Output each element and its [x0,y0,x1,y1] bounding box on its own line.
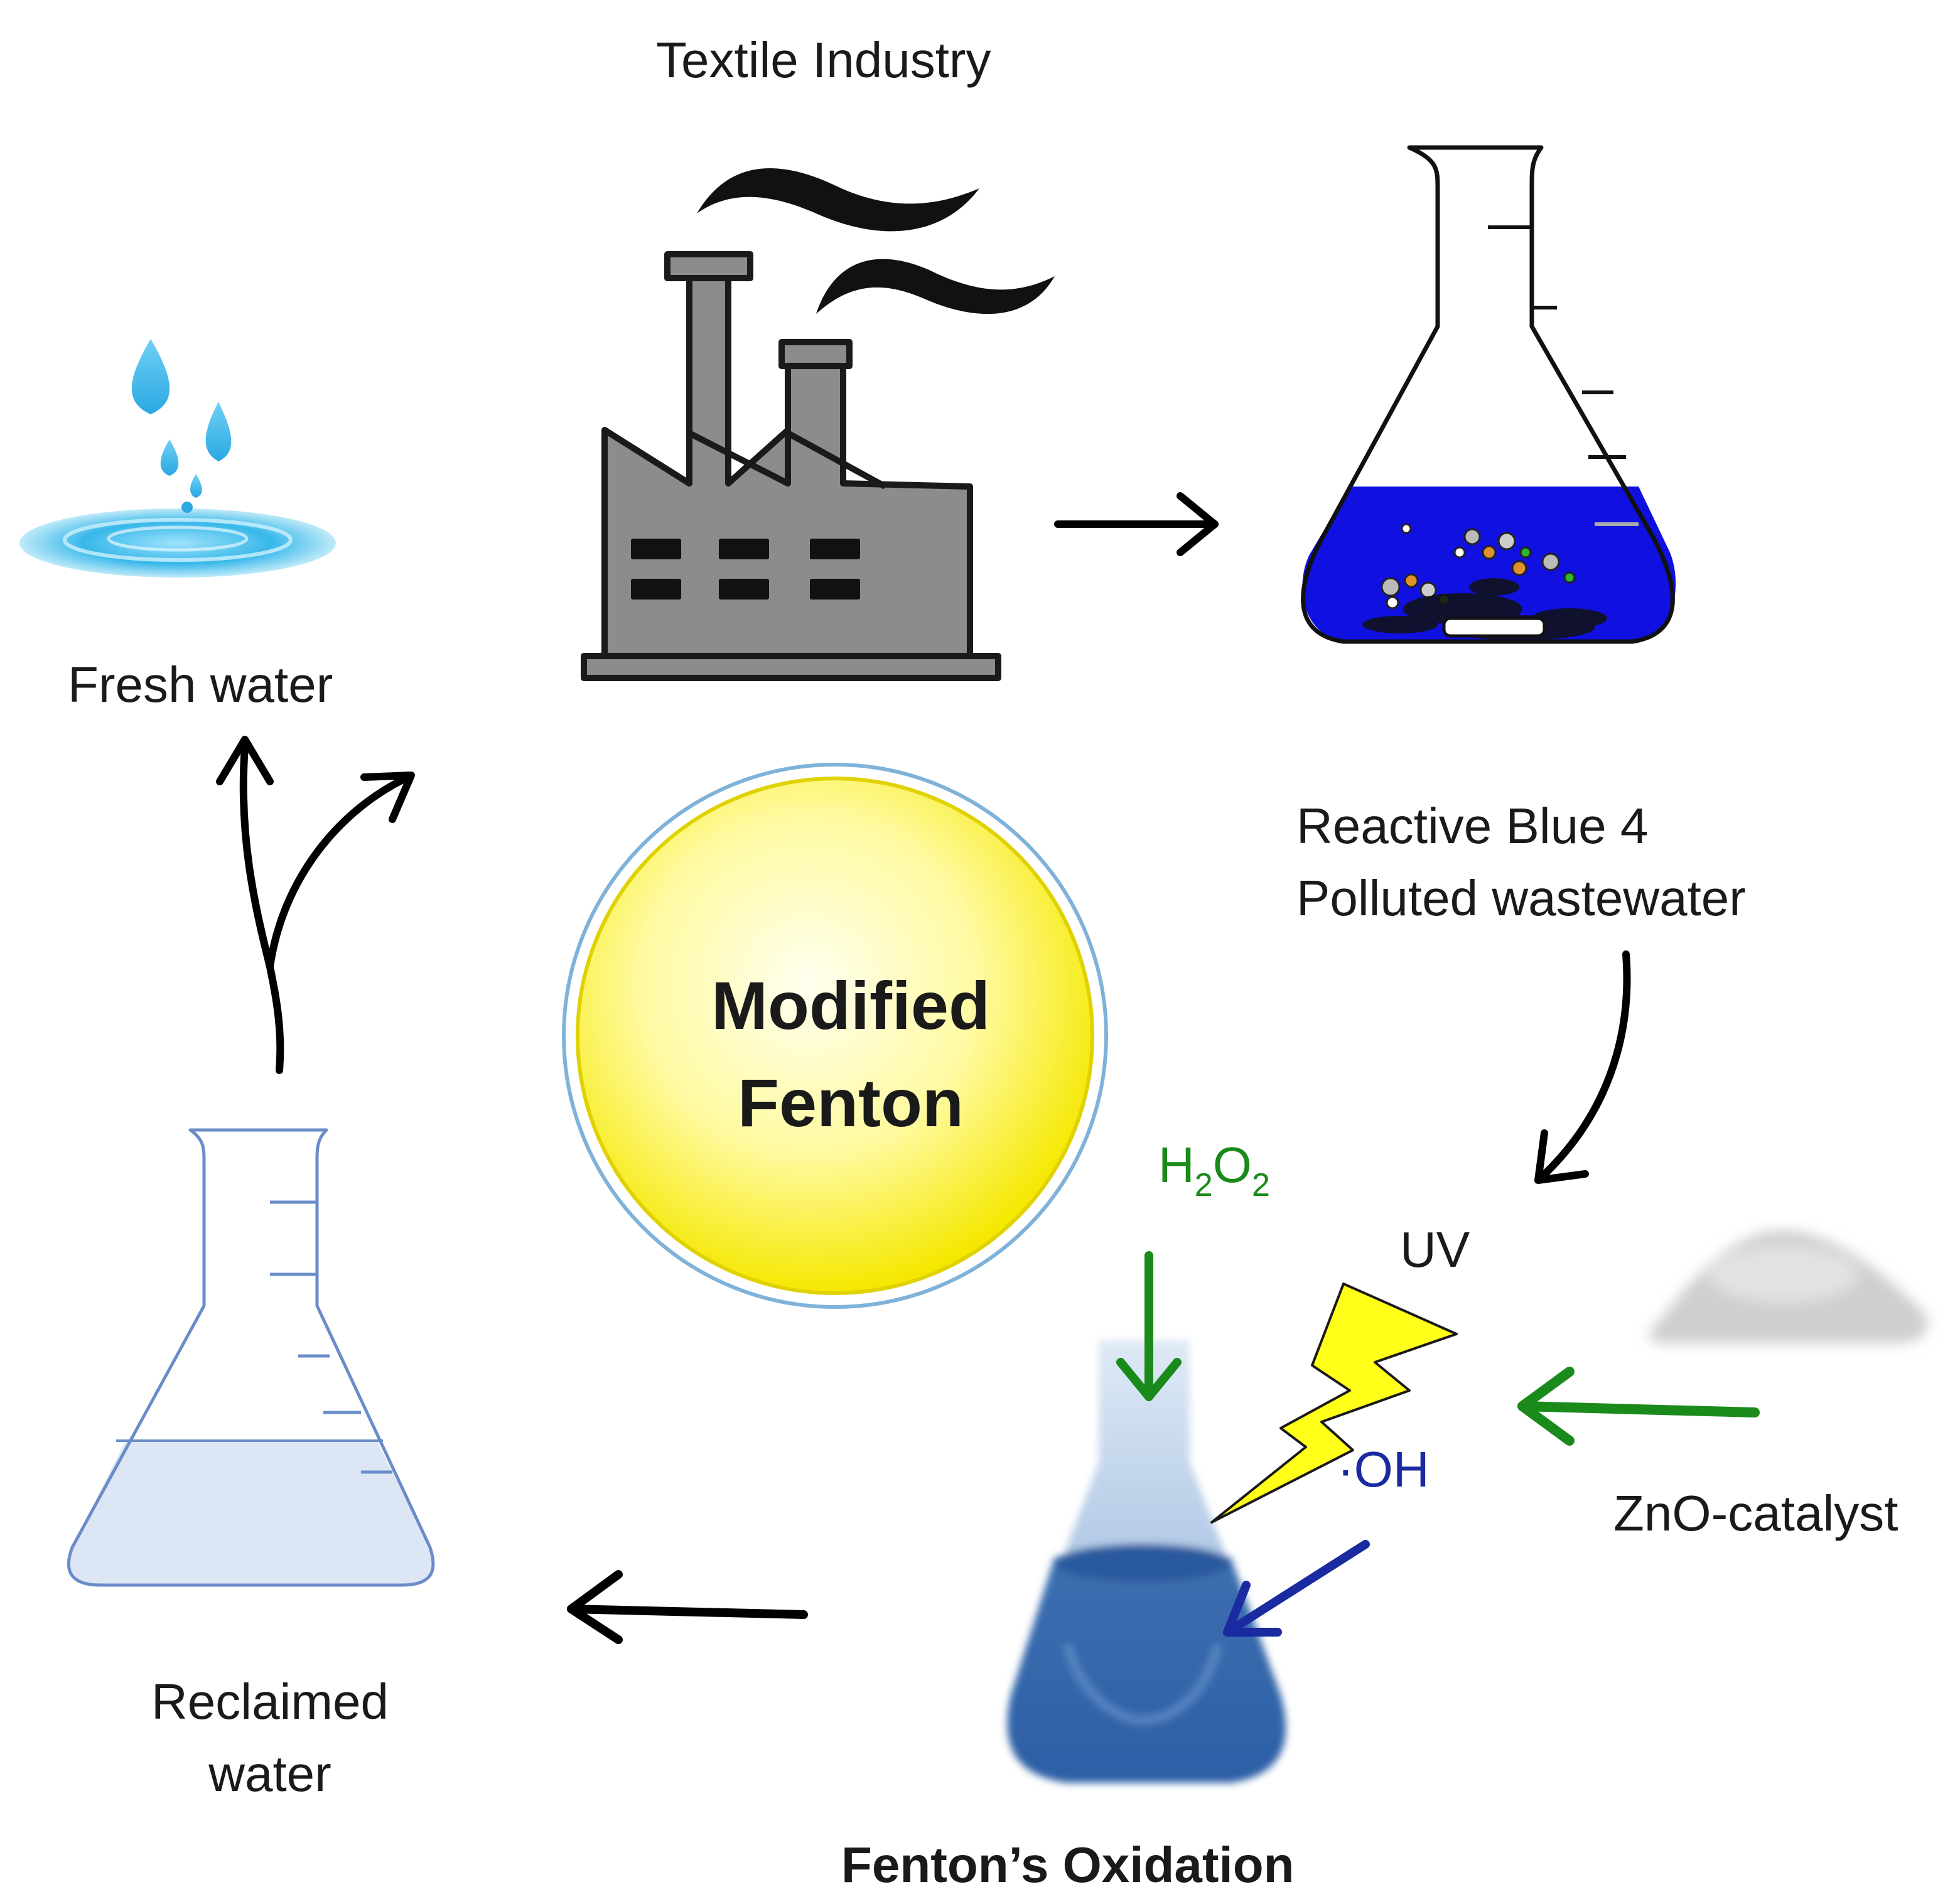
reclaimed-label-line2: water [208,1746,331,1802]
zno-catalyst-label: ZnO-catalyst [1613,1485,1898,1541]
polluted-wastewater-flask-icon [1301,145,1676,644]
h2o2-label: H2O2 [1158,1136,1270,1203]
fenton-reactor-flask-icon [1007,1340,1286,1783]
fentons-oxidation-label: Fenton’s Oxidation [841,1837,1295,1893]
fresh-water-label: Fresh water [68,657,333,713]
arrow-zno-to-reactor [1517,1367,1760,1446]
reclaimed-water-flask-icon [67,1128,435,1587]
h2o2-subscript-1: 2 [1194,1167,1213,1203]
arrow-hydroxyl-radical [1223,1540,1370,1637]
reactive-blue-label: Reactive Blue 4 [1296,798,1649,854]
uv-lightning-bolt-icon [1210,1283,1458,1524]
reclaimed-label-line1: Reclaimed [151,1674,389,1729]
h2o2-subscript-2: 2 [1251,1167,1270,1203]
hydroxyl-radical-label: ·OH [1337,1441,1430,1497]
polluted-wastewater-label: Polluted wastewater [1296,870,1746,926]
arrow-factory-to-flask [1054,492,1219,556]
modified-fenton-badge [562,763,1108,1309]
h2o2-h: H [1158,1137,1195,1193]
arrow-wastewater-to-reactor [1534,950,1631,1184]
uv-label: UV [1400,1222,1470,1277]
modified-fenton-title-line1: Modified [711,967,990,1043]
arrow-reclaimed-to-fresh-water [216,736,415,1074]
textile-industry-label: Textile Industry [656,32,991,88]
h2o2-o: O [1212,1137,1252,1193]
arrow-reactor-to-reclaimed [567,1570,808,1644]
zno-powder-icon [1649,1230,1927,1343]
factory-icon [581,168,1055,681]
modified-fenton-title-line2: Fenton [738,1065,964,1141]
fresh-water-droplet-icon [19,339,336,578]
arrow-h2o2-into-flask [1116,1251,1182,1401]
